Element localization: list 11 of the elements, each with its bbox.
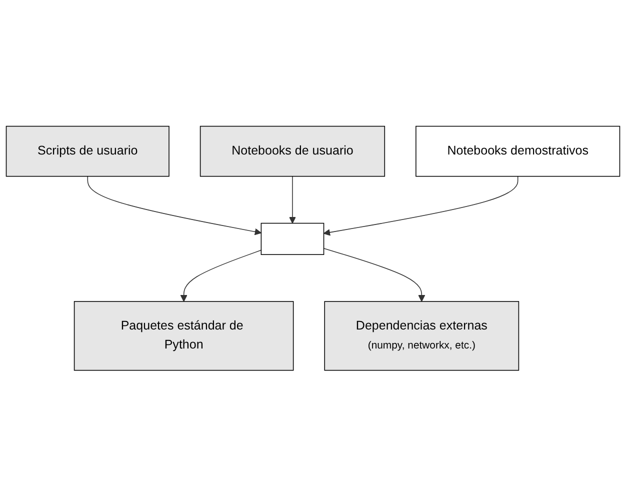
node-box: Paquetes estándar de Python xyxy=(74,300,294,370)
arrow xyxy=(323,248,426,302)
arrow xyxy=(180,249,262,302)
node-box xyxy=(260,222,324,255)
arrow xyxy=(289,176,296,224)
node-box: Notebooks de usuario xyxy=(200,126,386,176)
node-box: Scripts de usuario xyxy=(6,126,170,176)
arrow xyxy=(323,176,518,236)
arrow xyxy=(87,176,262,235)
node-box: Notebooks demostrativos xyxy=(416,126,620,176)
node-box: Dependencias externas (numpy, networkx, etc.) xyxy=(324,300,520,370)
